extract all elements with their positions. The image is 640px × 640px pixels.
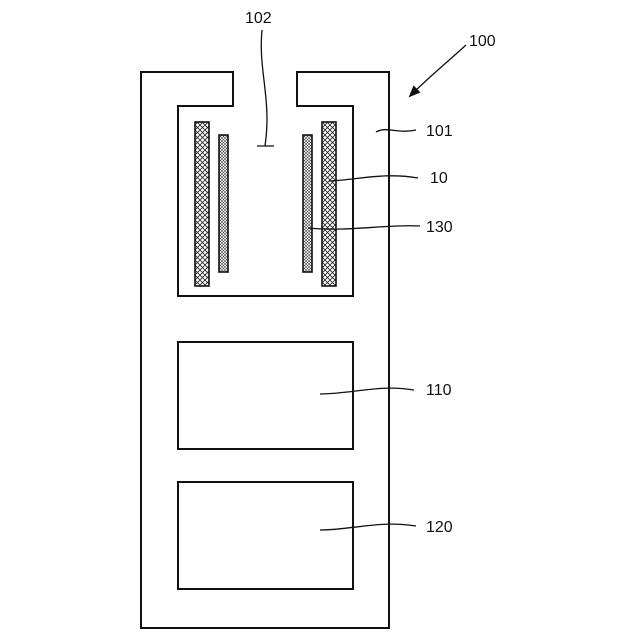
label-101: 101 [426,123,453,140]
label-10: 10 [430,170,448,187]
lower-module [178,482,353,589]
leader-110 [320,388,414,394]
leader-100-arrow [410,45,466,96]
leader-101 [376,130,416,132]
leader-120 [320,524,416,530]
upper-module [178,342,353,449]
right-strip [303,135,312,272]
label-130: 130 [426,219,453,236]
left-strip [219,135,228,272]
leader-10 [329,176,418,181]
label-102: 102 [245,10,272,27]
right-electrode [322,122,336,286]
leader-102 [261,30,267,146]
left-electrode [195,122,209,286]
label-120: 120 [426,519,453,536]
label-110: 110 [426,382,452,399]
label-100: 100 [469,33,496,50]
